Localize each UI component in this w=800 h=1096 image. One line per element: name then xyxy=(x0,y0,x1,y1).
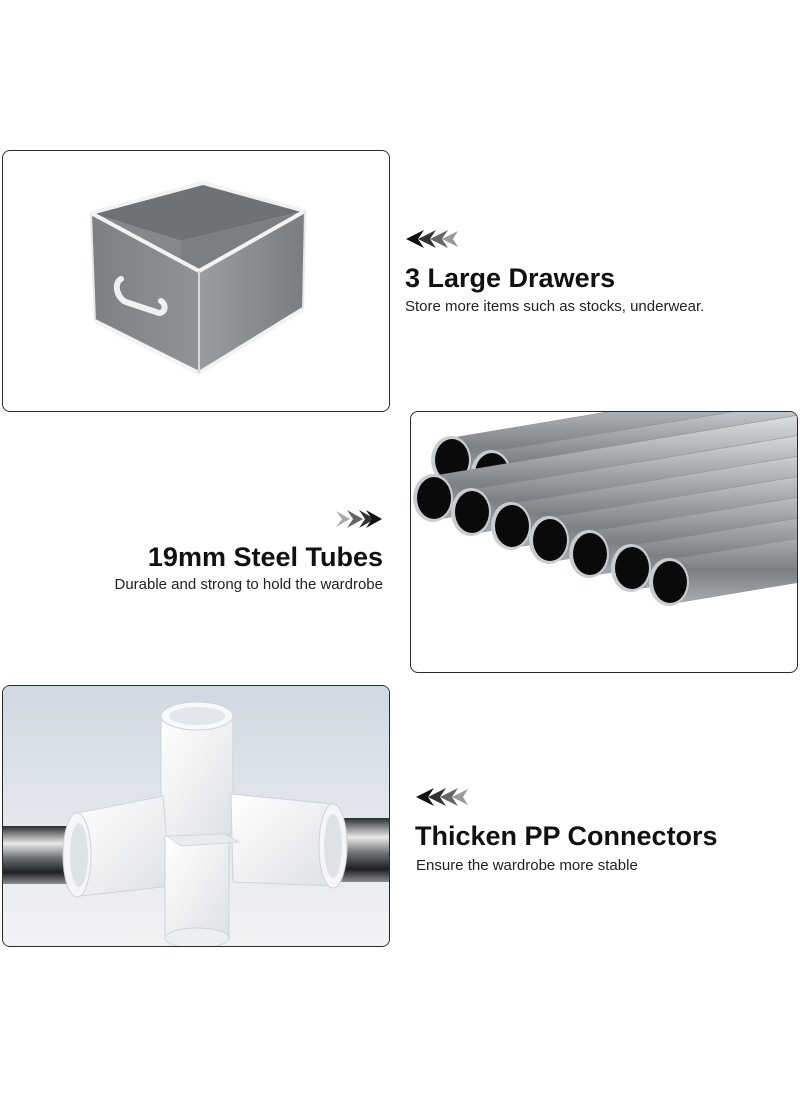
pp-connector-image-panel xyxy=(2,685,390,947)
feature-description-steel-tubes: Durable and strong to hold the wardrobe xyxy=(114,576,383,593)
feature-title-drawers: 3 Large Drawers xyxy=(405,263,616,293)
left-chevrons-icon xyxy=(406,230,458,248)
drawer-image-panel xyxy=(2,150,390,412)
drawer-box-illustration xyxy=(90,181,307,375)
right-chevrons-icon xyxy=(336,510,382,528)
left-chevrons-icon xyxy=(416,788,468,806)
steel-tubes-illustration xyxy=(413,412,797,606)
feature-title-steel-tubes: 19mm Steel Tubes xyxy=(147,542,383,572)
pp-connector-illustration xyxy=(3,686,389,946)
feature-description-pp-connectors: Ensure the wardrobe more stable xyxy=(416,857,638,874)
steel-tubes-image-panel xyxy=(410,411,798,673)
feature-title-pp-connectors: Thicken PP Connectors xyxy=(415,821,718,851)
feature-description-drawers: Store more items such as stocks, underwe… xyxy=(405,298,705,315)
